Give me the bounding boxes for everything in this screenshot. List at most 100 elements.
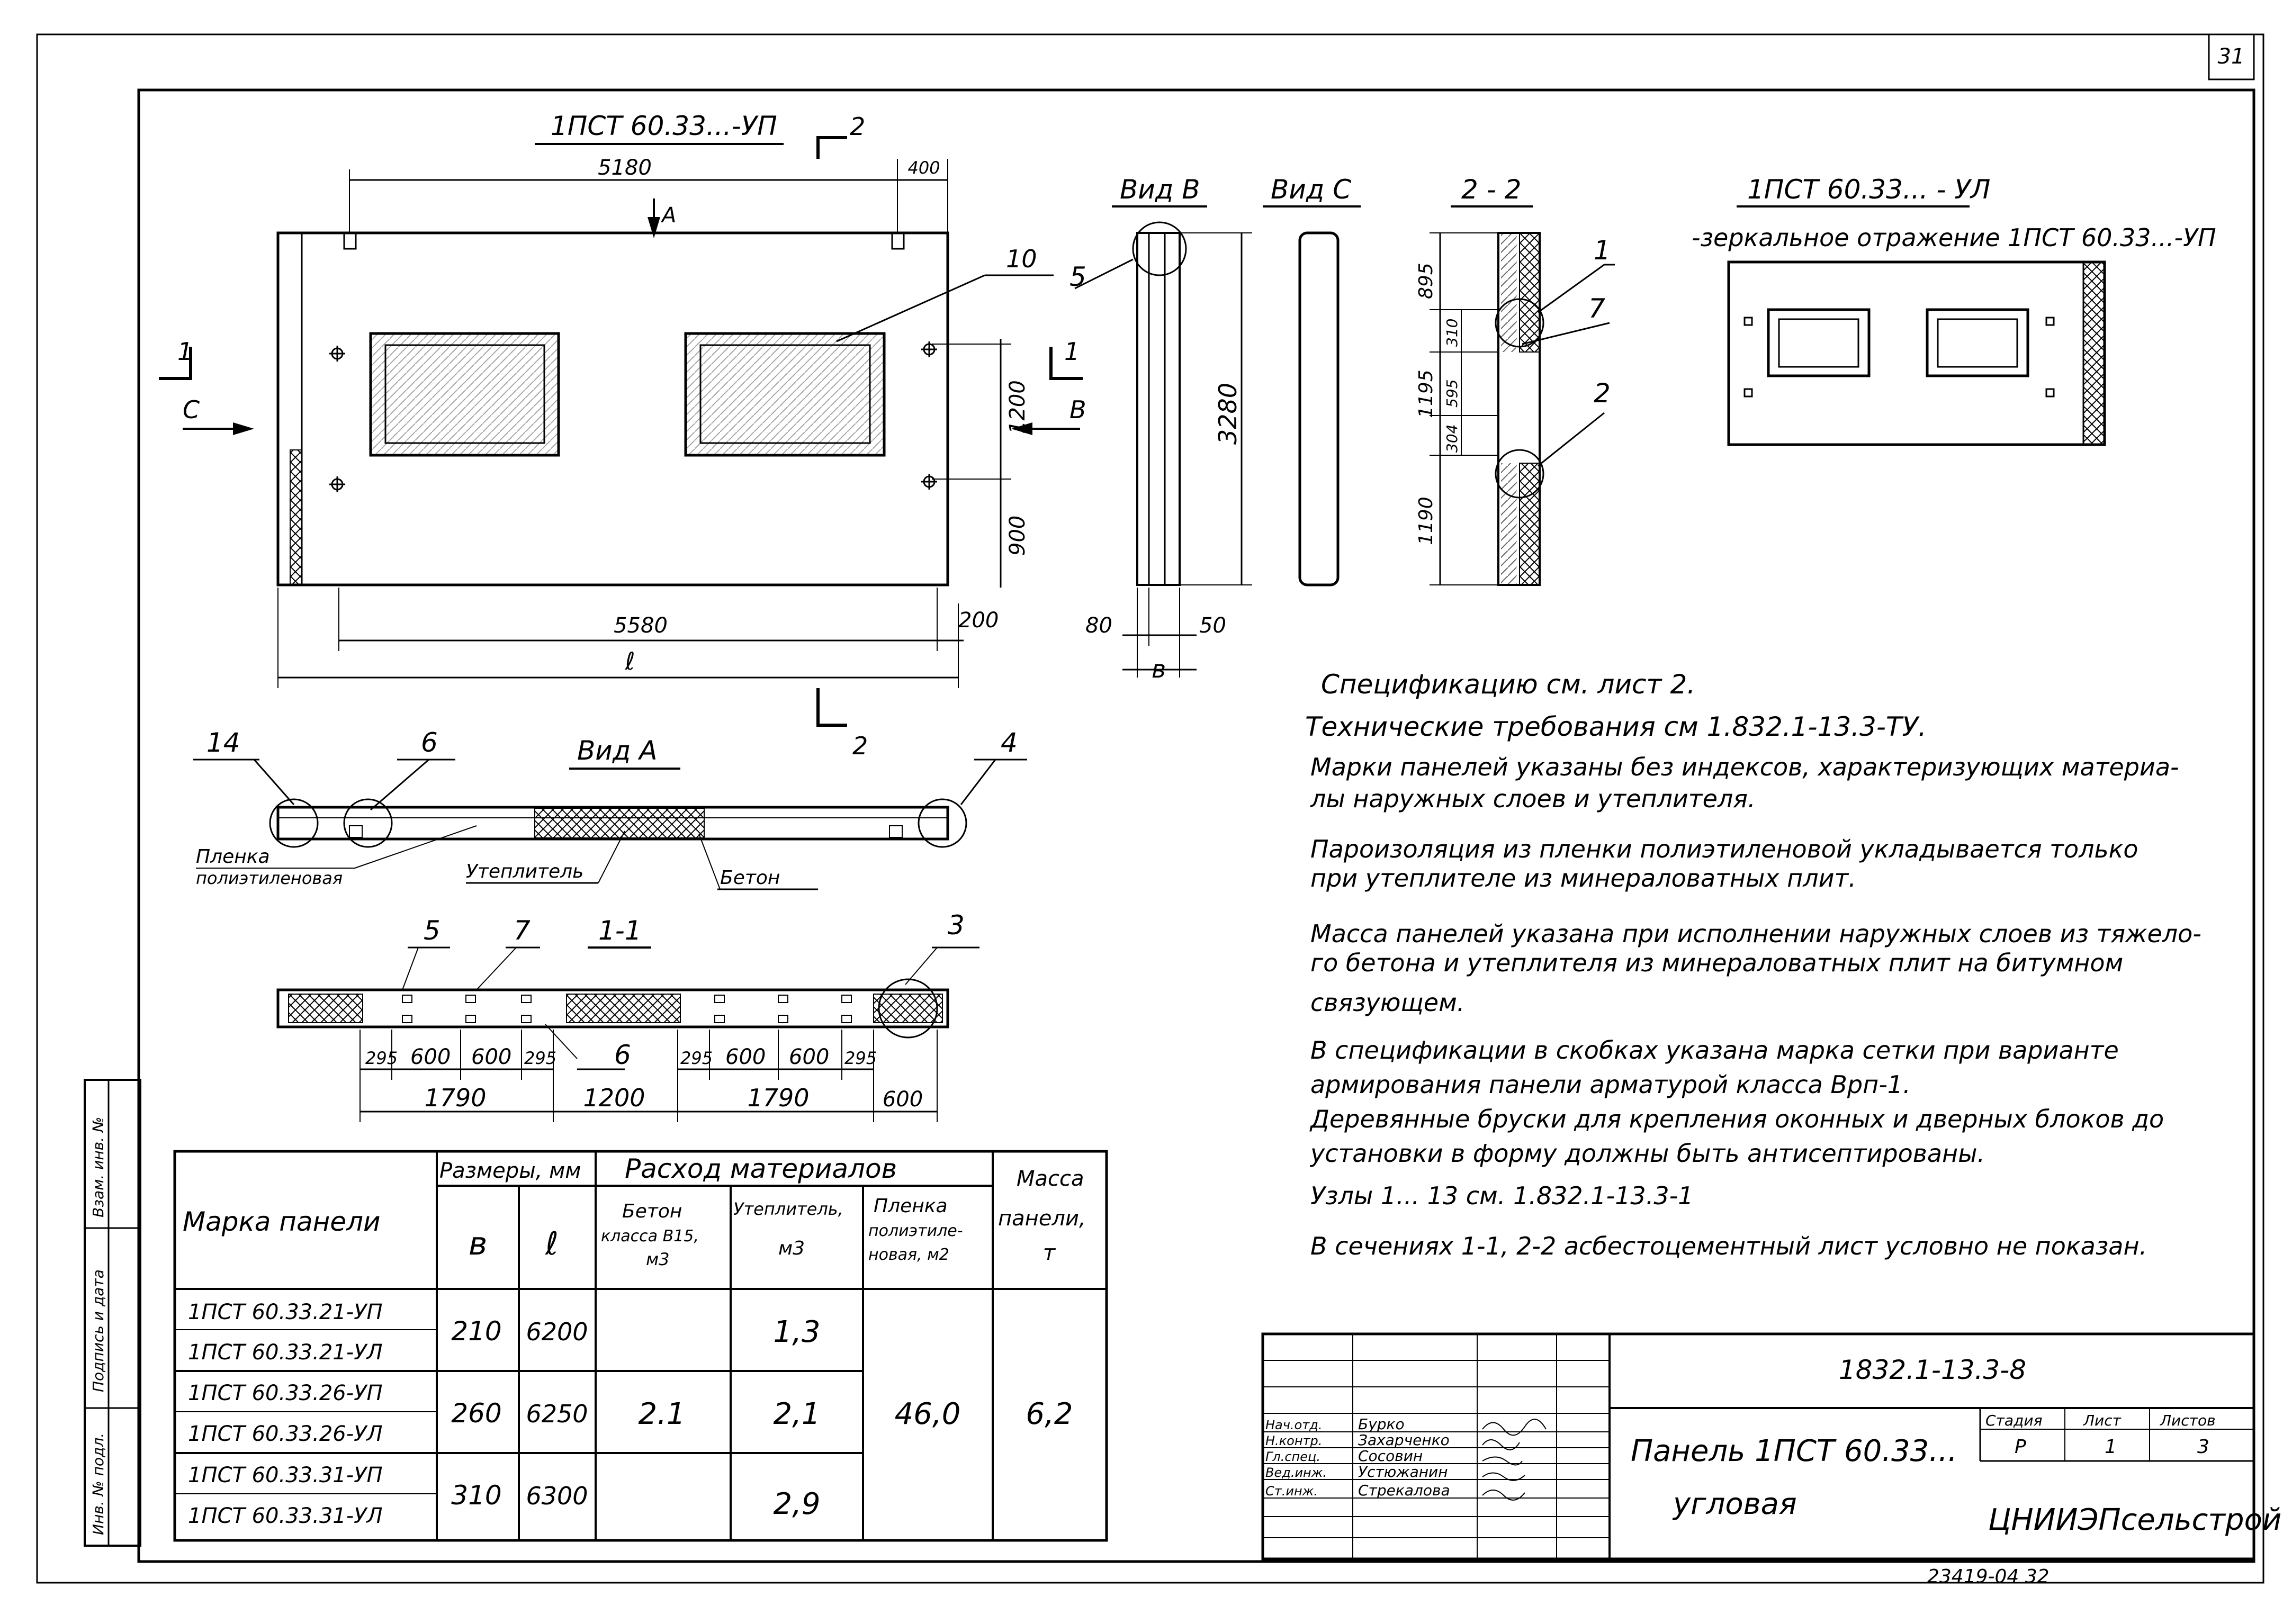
dim-895: 895	[1415, 263, 1437, 299]
dim-600-2: 600	[471, 1045, 511, 1069]
view-a-callout-14: 14	[206, 727, 240, 758]
table-insulation-3: 2,9	[773, 1487, 820, 1521]
dim-5580: 5580	[614, 613, 668, 638]
view-a-title: Вид А	[577, 735, 657, 766]
note-14: Узлы 1... 13 см. 1.832.1-13.3-1	[1310, 1181, 1693, 1210]
table-b-2: 260	[451, 1398, 501, 1429]
margin-replace-label: Взам. инв. №	[89, 1117, 107, 1217]
table-header-film-2: полиэтиле-	[868, 1222, 963, 1240]
dim-295-4: 295	[844, 1048, 877, 1068]
dim-1195: 1195	[1415, 369, 1437, 418]
section-2-2-callout-1: 1	[1594, 235, 1611, 266]
section-1-1-callout-6: 6	[614, 1040, 631, 1070]
dim-295-1: 295	[365, 1048, 398, 1068]
table-header-consumption: Расход материалов	[625, 1153, 897, 1184]
view-b-title: Вид В	[1120, 174, 1200, 205]
dim-600-1: 600	[410, 1045, 451, 1069]
dim-1790-a: 1790	[424, 1084, 486, 1112]
dim-1790-b: 1790	[747, 1084, 809, 1112]
table-header-sizes: Размеры, мм	[439, 1159, 581, 1183]
table-header-insulation-1: Утеплитель,	[733, 1199, 843, 1219]
section-1-1-callout-5: 5	[424, 915, 441, 946]
stage-label: Стадия	[1985, 1412, 2042, 1429]
front-view-title: 1ПСТ 60.33...-УП	[551, 111, 777, 141]
mirror-note: -зеркальное отражение 1ПСТ 60.33...-УП	[1692, 223, 2216, 252]
table-l-3: 6300	[526, 1482, 588, 1510]
view-c: Вид С	[1263, 174, 1361, 587]
view-a-concrete-label: Бетон	[720, 867, 780, 889]
table-header-film-1: Пленка	[874, 1195, 948, 1217]
table-l-2: 6250	[526, 1400, 588, 1428]
note-5: Пароизоляция из пленки полиэтиленовой ук…	[1310, 835, 2138, 863]
mirror-view: 1ПСТ 60.33... - УЛ -зеркальное отражение…	[1692, 174, 2216, 446]
doc-code: 1832.1-13.3-8	[1839, 1355, 2026, 1385]
dim-310: 310	[1443, 319, 1461, 347]
section-1-1: 1-1 5 7 3 6	[276, 910, 979, 1122]
sheet-label: Лист	[2083, 1412, 2122, 1429]
section-1-1-callout-3: 3	[948, 910, 965, 941]
signer-name-5: Стрекалова	[1358, 1482, 1450, 1499]
note-6: при утеплителе из минераловатных плит.	[1310, 864, 1856, 892]
table-b-1: 210	[451, 1316, 501, 1347]
dim-600-end: 600	[883, 1087, 923, 1112]
view-c-title: Вид С	[1271, 174, 1351, 205]
signer-role-3: Гл.спец.	[1265, 1449, 1320, 1464]
note-15: В сечениях 1-1, 2-2 асбестоцементный лис…	[1310, 1232, 2147, 1260]
dim-1200-sec: 1200	[583, 1084, 645, 1112]
table-mark-4: 1ПСТ 60.33.26-УЛ	[188, 1422, 383, 1446]
note-4: лы наружных слоев и утеплителя.	[1310, 784, 1756, 813]
note-1: Спецификацию см. лист 2.	[1321, 669, 1695, 700]
sheets-value: 3	[2197, 1436, 2209, 1458]
table-header-l: ℓ	[545, 1225, 559, 1262]
table-mark-3: 1ПСТ 60.33.26-УП	[188, 1381, 383, 1405]
table-mass: 6,2	[1026, 1397, 1073, 1431]
dim-b: в	[1152, 655, 1166, 683]
signer-name-2: Захарченко	[1358, 1431, 1450, 1449]
dim-600-3: 600	[725, 1045, 766, 1069]
signatures	[1482, 1419, 1547, 1501]
section-2-2-callout-2: 2	[1594, 378, 1611, 409]
note-3: Марки панелей указаны без индексов, хара…	[1310, 753, 2179, 781]
view-a: Вид А 14 6 4 Пленка полиэтиленовая Утепл…	[193, 727, 1027, 890]
front-view: 1ПСТ 60.33...-УП 2 5180 400 А	[159, 111, 1086, 760]
dim-295-3: 295	[680, 1048, 713, 1068]
title-block: 1832.1-13.3-8 Панель 1ПСТ 60.33... углов…	[1261, 1332, 2281, 1587]
signer-name-3: Сосовин	[1358, 1447, 1423, 1465]
table-mark-1: 1ПСТ 60.33.21-УП	[188, 1300, 383, 1324]
arrow-b-label: В	[1069, 395, 1086, 424]
note-8: го бетона и утеплителя из минераловатных…	[1310, 949, 2123, 977]
note-13: установки в форму должны быть антисептир…	[1309, 1139, 1985, 1168]
dim-400: 400	[907, 158, 940, 178]
section-2-2-title: 2 - 2	[1461, 174, 1521, 205]
table-header-concrete-2: класса В15,	[601, 1227, 699, 1246]
table-l-1: 6200	[526, 1318, 588, 1346]
section-2-2: 2 - 2 895 1195 310 595 304 1190 1 7 2	[1415, 174, 1615, 586]
table-concrete: 2.1	[638, 1397, 685, 1431]
table-header-b: в	[469, 1225, 487, 1262]
table-header-mass-3: т	[1043, 1241, 1056, 1265]
dim-600-4: 600	[789, 1045, 829, 1069]
table-mark-2: 1ПСТ 60.33.21-УЛ	[188, 1340, 383, 1365]
dim-200: 200	[958, 608, 999, 633]
section-1-right: 1	[1064, 337, 1080, 366]
note-10: В спецификации в скобках указана марка с…	[1310, 1036, 2119, 1064]
section-2-2-callout-7: 7	[1588, 293, 1605, 324]
signer-name-4: Устюжанин	[1358, 1463, 1448, 1481]
view-a-callout-6: 6	[421, 727, 438, 758]
title-name-2: угловая	[1672, 1487, 1797, 1521]
table-mark-5: 1ПСТ 60.33.31-УП	[188, 1463, 383, 1487]
title-name-1: Панель 1ПСТ 60.33...	[1631, 1434, 1957, 1468]
sheet-frame: 31	[36, 33, 2264, 1584]
table-b-3: 310	[451, 1480, 501, 1511]
view-b: Вид В 5 3280 80 50 в	[1069, 174, 1252, 683]
table-insulation-2: 2,1	[773, 1397, 820, 1431]
signer-name-1: Бурко	[1358, 1415, 1405, 1433]
mirror-title: 1ПСТ 60.33... - УЛ	[1747, 174, 1990, 205]
table-header-insulation-2: м3	[778, 1238, 805, 1259]
table-header-mark: Марка панели	[183, 1206, 381, 1237]
view-a-insulation-label: Утеплитель	[466, 861, 583, 882]
dim-304: 304	[1443, 425, 1461, 453]
dim-3280: 3280	[1214, 383, 1242, 445]
page-number: 31	[2218, 44, 2245, 69]
